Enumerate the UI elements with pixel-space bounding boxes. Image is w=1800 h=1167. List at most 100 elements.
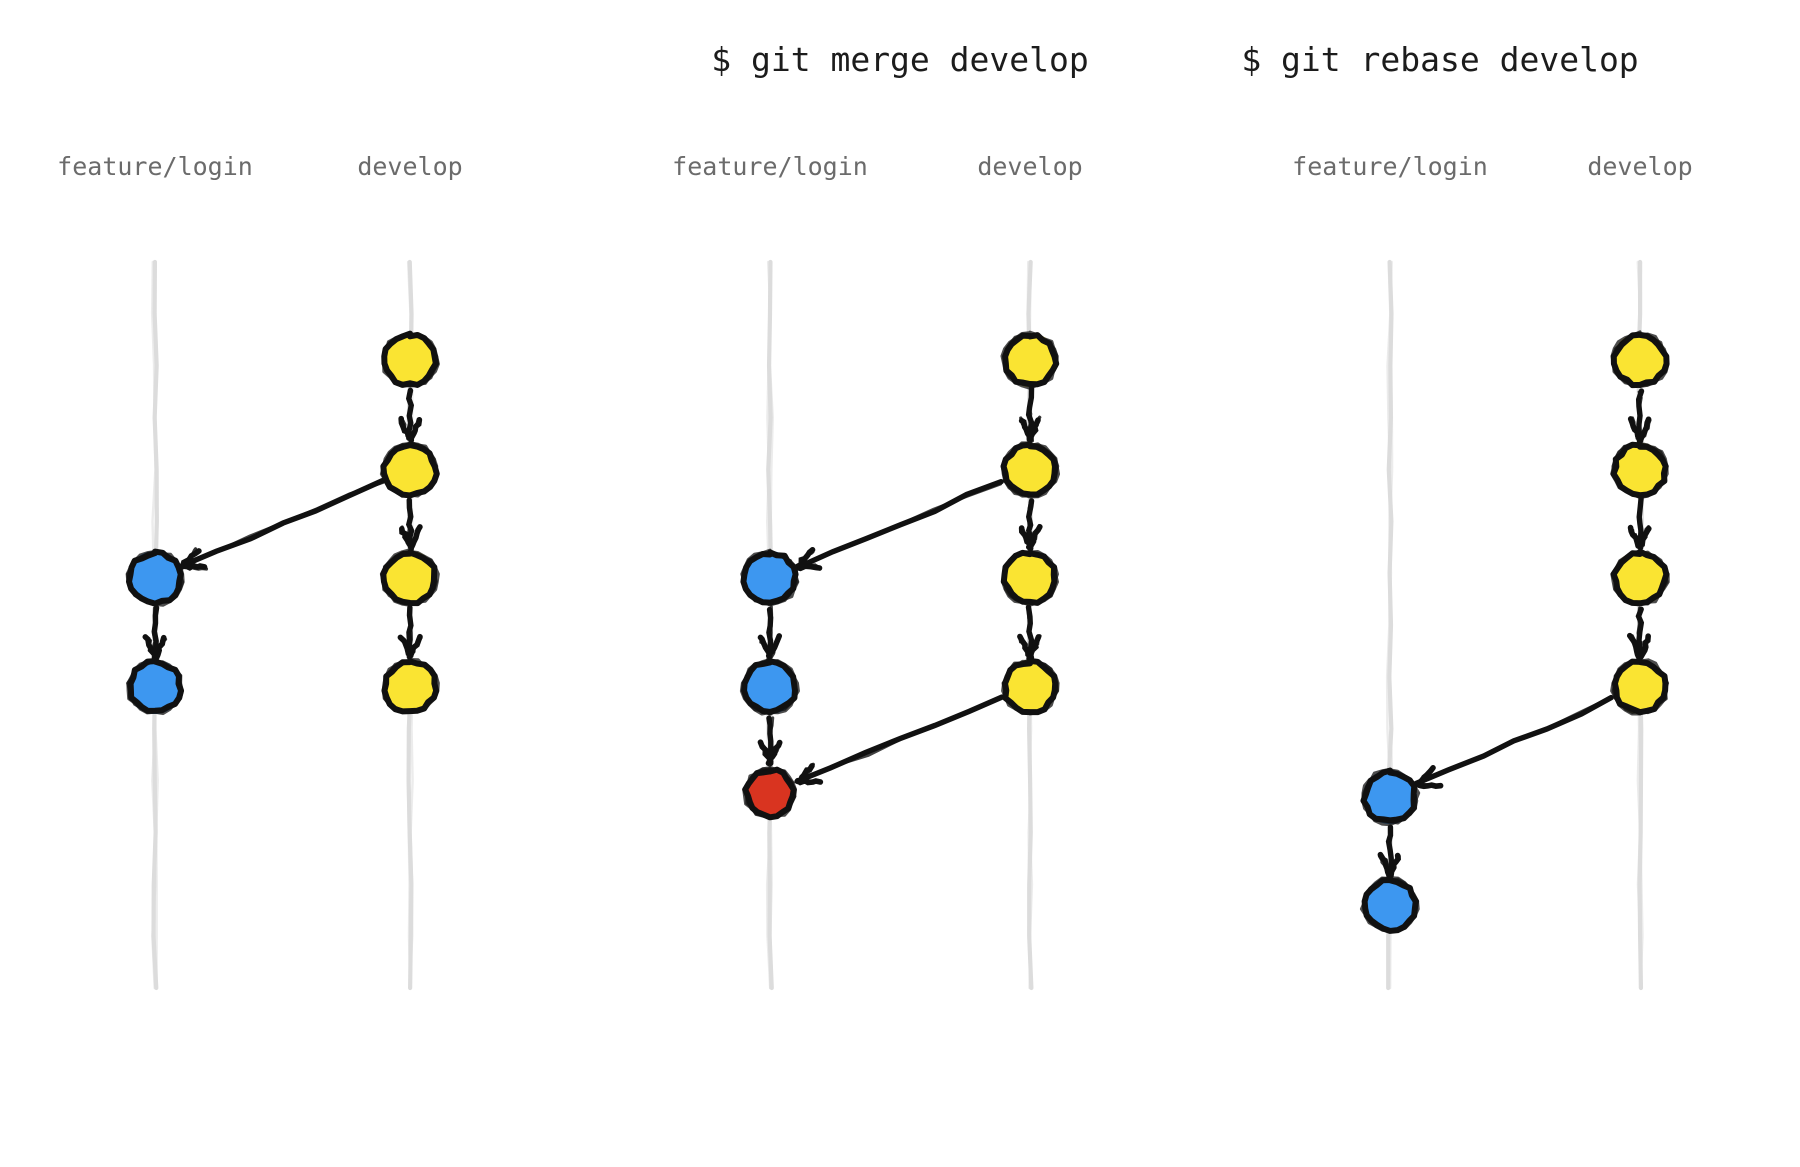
commit-fill bbox=[1613, 333, 1667, 387]
commit-node-before-d2[interactable] bbox=[379, 440, 440, 499]
nodes bbox=[125, 330, 440, 716]
commit-node-before-f2[interactable] bbox=[126, 657, 185, 716]
commit-outline bbox=[381, 657, 440, 714]
commit-node-merge-f1[interactable] bbox=[740, 548, 800, 607]
commit-fill bbox=[383, 443, 437, 497]
arrow-head bbox=[399, 417, 410, 441]
arrow-shaft bbox=[1387, 825, 1393, 876]
commit-outline bbox=[1001, 550, 1059, 607]
commit-node-merge-d3[interactable] bbox=[1000, 549, 1059, 607]
arrow-d3-to-d4 bbox=[397, 604, 423, 660]
arrow-head bbox=[182, 547, 198, 567]
branch-label-feature-login-rebase: feature/login bbox=[1292, 152, 1488, 181]
commit-fill bbox=[1003, 443, 1057, 497]
commit-fill bbox=[383, 660, 437, 714]
arrow-shaft bbox=[767, 605, 774, 661]
commit-fill bbox=[128, 660, 182, 714]
arrow-head bbox=[1377, 854, 1392, 879]
arrow-head bbox=[146, 637, 159, 661]
arrow-head bbox=[768, 636, 780, 662]
arrow-f2-to-m1 bbox=[757, 715, 783, 767]
arrow-head bbox=[796, 762, 815, 785]
commit-node-before-f1[interactable] bbox=[125, 548, 185, 607]
commit-outline bbox=[382, 332, 440, 388]
commit-node-rebase-d2[interactable] bbox=[1610, 441, 1669, 500]
commit-fill bbox=[1613, 443, 1667, 497]
nodes bbox=[1359, 330, 1670, 934]
commit-node-merge-d1[interactable] bbox=[1000, 330, 1060, 390]
arrow-head bbox=[1019, 416, 1033, 441]
commit-fill bbox=[383, 551, 437, 605]
branch-label-feature-login-before: feature/login bbox=[57, 152, 253, 181]
arrow-head bbox=[796, 550, 815, 571]
arrow-shaft bbox=[1637, 390, 1644, 443]
arrow-head bbox=[1630, 416, 1643, 443]
commit-outline bbox=[125, 549, 185, 607]
branch-label-develop-merge: develop bbox=[977, 152, 1083, 181]
commit-outline bbox=[379, 440, 439, 498]
commit-outline bbox=[126, 657, 184, 716]
commit-node-before-d3[interactable] bbox=[379, 548, 440, 607]
arrow-d2-to-d3 bbox=[1627, 495, 1652, 551]
commit-node-rebase-d1[interactable] bbox=[1610, 330, 1670, 389]
arrow-d1-to-d2 bbox=[1018, 385, 1042, 443]
commit-outline bbox=[1001, 657, 1060, 715]
panel-rebase bbox=[1359, 259, 1670, 991]
commit-node-merge-d4[interactable] bbox=[1001, 657, 1060, 716]
arrow-f1-to-f2 bbox=[142, 605, 168, 662]
commit-node-rebase-f2[interactable] bbox=[1359, 876, 1420, 934]
commit-outline bbox=[1610, 441, 1669, 500]
arrow-head bbox=[759, 635, 770, 661]
arrow-head bbox=[1630, 528, 1642, 550]
commit-fill bbox=[743, 551, 797, 605]
commit-fill bbox=[745, 768, 795, 818]
arrow-f1-to-f2 bbox=[757, 605, 783, 662]
commit-node-before-d4[interactable] bbox=[381, 657, 440, 715]
arrow-d2-to-d3 bbox=[399, 497, 423, 553]
command-title-rebase: $ git rebase develop bbox=[1241, 40, 1639, 79]
arrow-d1-to-d2 bbox=[398, 387, 423, 444]
commit-outline bbox=[379, 548, 440, 607]
nodes bbox=[739, 330, 1061, 821]
arrow-shaft bbox=[1026, 606, 1033, 657]
branch-label-feature-login-merge: feature/login bbox=[672, 152, 868, 181]
arrow-shaft bbox=[1414, 696, 1612, 786]
commit-outline bbox=[1000, 441, 1061, 499]
arrow-shaft bbox=[797, 482, 1003, 568]
commit-node-rebase-d3[interactable] bbox=[1610, 548, 1670, 607]
commit-node-rebase-f1[interactable] bbox=[1360, 767, 1421, 827]
commit-fill bbox=[383, 333, 437, 387]
commit-fill bbox=[1613, 660, 1667, 714]
commit-outline bbox=[1610, 330, 1670, 389]
arrow-head bbox=[408, 524, 422, 551]
arrow-head bbox=[1630, 634, 1643, 660]
commit-fill bbox=[1363, 878, 1417, 932]
arrow-d4-to-m1 bbox=[794, 694, 1005, 786]
arrow-d2-to-f1 bbox=[794, 478, 1004, 572]
command-title-merge: $ git merge develop bbox=[711, 40, 1089, 79]
commit-fill bbox=[1613, 551, 1667, 605]
arrow-d4-to-f1 bbox=[1413, 694, 1614, 790]
commit-node-merge-d2[interactable] bbox=[1000, 441, 1061, 499]
commit-node-rebase-d4[interactable] bbox=[1610, 658, 1670, 716]
commit-fill bbox=[1003, 333, 1057, 387]
arrow-head bbox=[760, 742, 773, 763]
arrows bbox=[1377, 388, 1652, 879]
panel-merge bbox=[739, 259, 1061, 991]
arrow-shaft bbox=[407, 499, 413, 549]
arrow-head bbox=[1639, 418, 1652, 442]
commit-outline bbox=[1359, 876, 1420, 933]
arrow-f1-to-f2 bbox=[1377, 824, 1401, 879]
arrow-head bbox=[400, 525, 413, 548]
commit-outline bbox=[1000, 330, 1059, 390]
arrows bbox=[142, 387, 423, 662]
arrows bbox=[757, 385, 1043, 786]
commit-node-merge-f2[interactable] bbox=[739, 657, 800, 716]
commit-outline bbox=[1610, 658, 1668, 716]
commit-node-before-d1[interactable] bbox=[381, 330, 440, 388]
commit-outline bbox=[1361, 767, 1421, 827]
arrow-shaft bbox=[797, 696, 1004, 783]
commit-outline bbox=[742, 765, 798, 820]
commit-node-merge-m1[interactable] bbox=[742, 765, 798, 821]
